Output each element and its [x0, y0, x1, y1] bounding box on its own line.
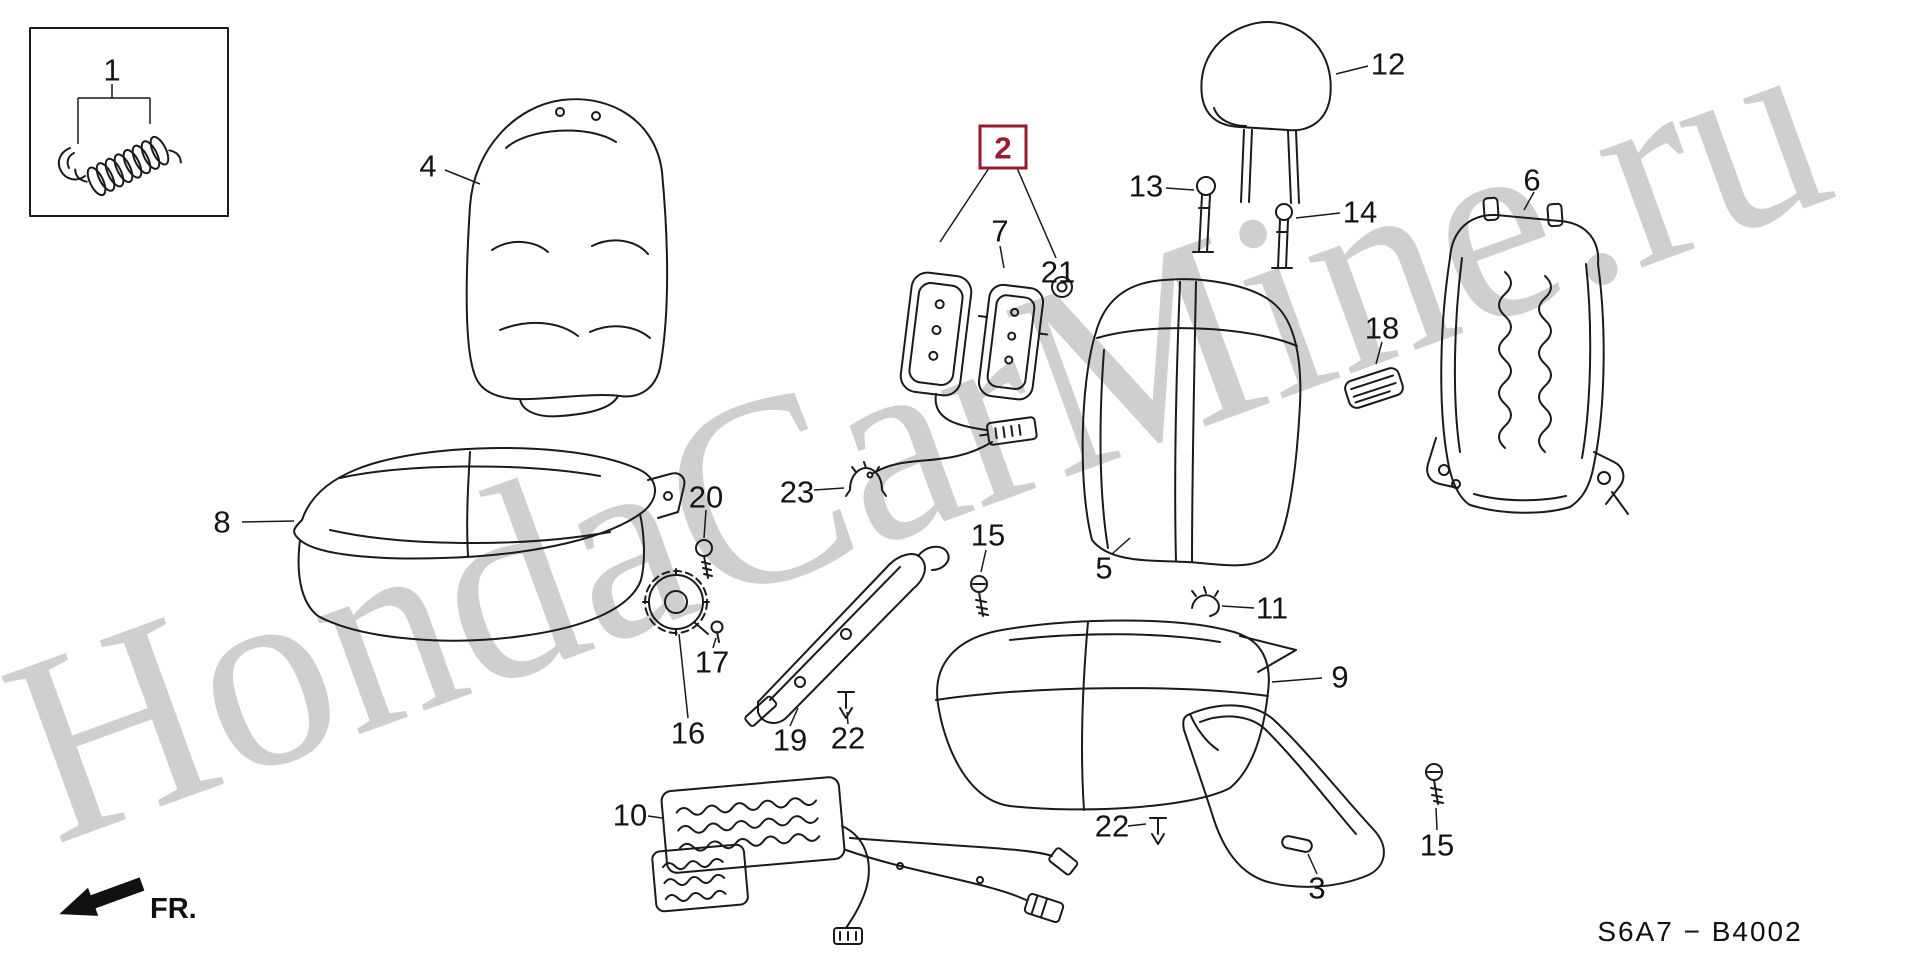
part-number-text: 13	[1129, 169, 1163, 204]
part-number-text: 22	[831, 721, 865, 756]
part-number-text: 16	[671, 716, 705, 751]
part-number-text: 6	[1523, 163, 1540, 198]
part-20-bolt	[695, 539, 713, 579]
part-label-5: 5	[1095, 551, 1112, 586]
part-number-text: 8	[213, 505, 230, 540]
leader-lines	[77, 65, 1535, 875]
airbag-wire	[934, 393, 987, 431]
part-number-text: 15	[1420, 828, 1454, 863]
part-number-text: 9	[1331, 660, 1348, 695]
part-1-box	[29, 27, 229, 217]
part-number-text: 11	[1256, 591, 1288, 626]
part-11-clip	[1191, 586, 1220, 617]
part-number-text: 2	[994, 131, 1011, 166]
part-label-17: 17	[695, 645, 729, 680]
part-number-text: 19	[773, 723, 807, 758]
part-18-lumbar-pad	[1344, 367, 1404, 409]
part-number-text: 4	[419, 149, 436, 184]
part-label-20: 20	[689, 480, 723, 515]
part-drawings	[29, 21, 1629, 945]
part-number-text: 14	[1343, 195, 1377, 230]
part-21-nut	[1051, 276, 1073, 298]
part-15-bolt-upper	[970, 575, 989, 617]
part-number-text: 18	[1365, 311, 1399, 346]
part-23-clip	[845, 461, 887, 497]
part-label-12: 12	[1371, 47, 1405, 82]
part-number-text: 21	[1041, 255, 1075, 290]
part-9-seat-cushion-pad	[935, 619, 1297, 811]
part-number-text: 1	[103, 53, 120, 88]
part-label-1: 1	[103, 53, 120, 88]
part-label-16: 16	[671, 716, 705, 751]
part-label-13: 13	[1129, 169, 1163, 204]
part-label-8: 8	[213, 505, 230, 540]
part-22-clip-lower	[1149, 817, 1167, 845]
part-label-7: 7	[991, 214, 1008, 249]
part-6-seat-back-frame	[1426, 196, 1629, 515]
part-4-seat-back-cover	[465, 98, 669, 418]
part-number-text: 12	[1371, 47, 1405, 82]
highlight-box	[978, 124, 1028, 170]
part-8-seat-cushion-trim	[293, 447, 686, 642]
fr-arrow-icon	[59, 877, 145, 916]
heater-connector-2	[1023, 892, 1065, 924]
part-17-screw	[710, 620, 724, 643]
part-number-text: 23	[780, 475, 814, 510]
part-10-seat-heater	[651, 776, 1079, 945]
part-number-text: 3	[1308, 871, 1325, 906]
heater-wire-3	[849, 837, 1053, 857]
part-number-text: 22	[1095, 809, 1129, 844]
airbag-connector	[979, 416, 1038, 446]
part-label-15: 15	[1420, 828, 1454, 863]
part-7-airbag-module	[866, 271, 1049, 479]
part-label-11: 11	[1256, 591, 1288, 626]
part-label-15: 15	[971, 518, 1005, 553]
part-number-text: 17	[695, 645, 729, 680]
part-1-spring-hook	[57, 147, 86, 181]
part-22-clip-upper	[837, 691, 855, 719]
part-16-recliner-knob	[642, 568, 710, 636]
part-label-3: 3	[1308, 871, 1325, 906]
heater-connector-1	[833, 927, 863, 945]
part-12-headrest	[1200, 21, 1332, 204]
part-label-18: 18	[1365, 311, 1399, 346]
part-5-seat-back-pad	[1081, 278, 1302, 567]
part-number-text: 15	[971, 518, 1005, 553]
fr-label: FR.	[150, 893, 197, 925]
part-3-recline-cover	[1182, 704, 1385, 888]
fr-indicator: FR.	[59, 877, 197, 925]
part-19-seat-adjuster	[744, 545, 950, 727]
heater-wire-2	[845, 849, 1027, 901]
part-label-6: 6	[1523, 163, 1540, 198]
part-label-14: 14	[1343, 195, 1377, 230]
part-1-spring-coil	[74, 135, 182, 197]
part-1-box-group	[29, 27, 229, 217]
part-label-4: 4	[419, 149, 436, 184]
watermark-text: HondaCarMine.ru	[0, 0, 1861, 900]
part-number-text: 20	[689, 480, 723, 515]
part-label-23: 23	[780, 475, 814, 510]
heater-wire-1	[841, 825, 870, 929]
part-label-9: 9	[1331, 660, 1348, 695]
part-15-bolt-lower	[1425, 763, 1444, 805]
part-14-headrest-guide	[1271, 203, 1293, 269]
part-label-19: 19	[773, 723, 807, 758]
airbag-wire-tail	[871, 441, 993, 475]
part-number-text: 5	[1095, 551, 1112, 586]
part-label-22: 22	[831, 721, 865, 756]
part-label-21: 21	[1041, 255, 1075, 290]
part-13-headrest-guide	[1192, 176, 1216, 253]
heater-connector-3	[1048, 847, 1079, 876]
part-label-2: 2	[978, 124, 1028, 170]
part-number-text: 7	[991, 214, 1008, 249]
part-label-10: 10	[613, 798, 647, 833]
diagram-code: S6A7 − B4002	[1597, 916, 1802, 947]
part-number-text: 10	[613, 798, 647, 833]
part-label-22: 22	[1095, 809, 1129, 844]
